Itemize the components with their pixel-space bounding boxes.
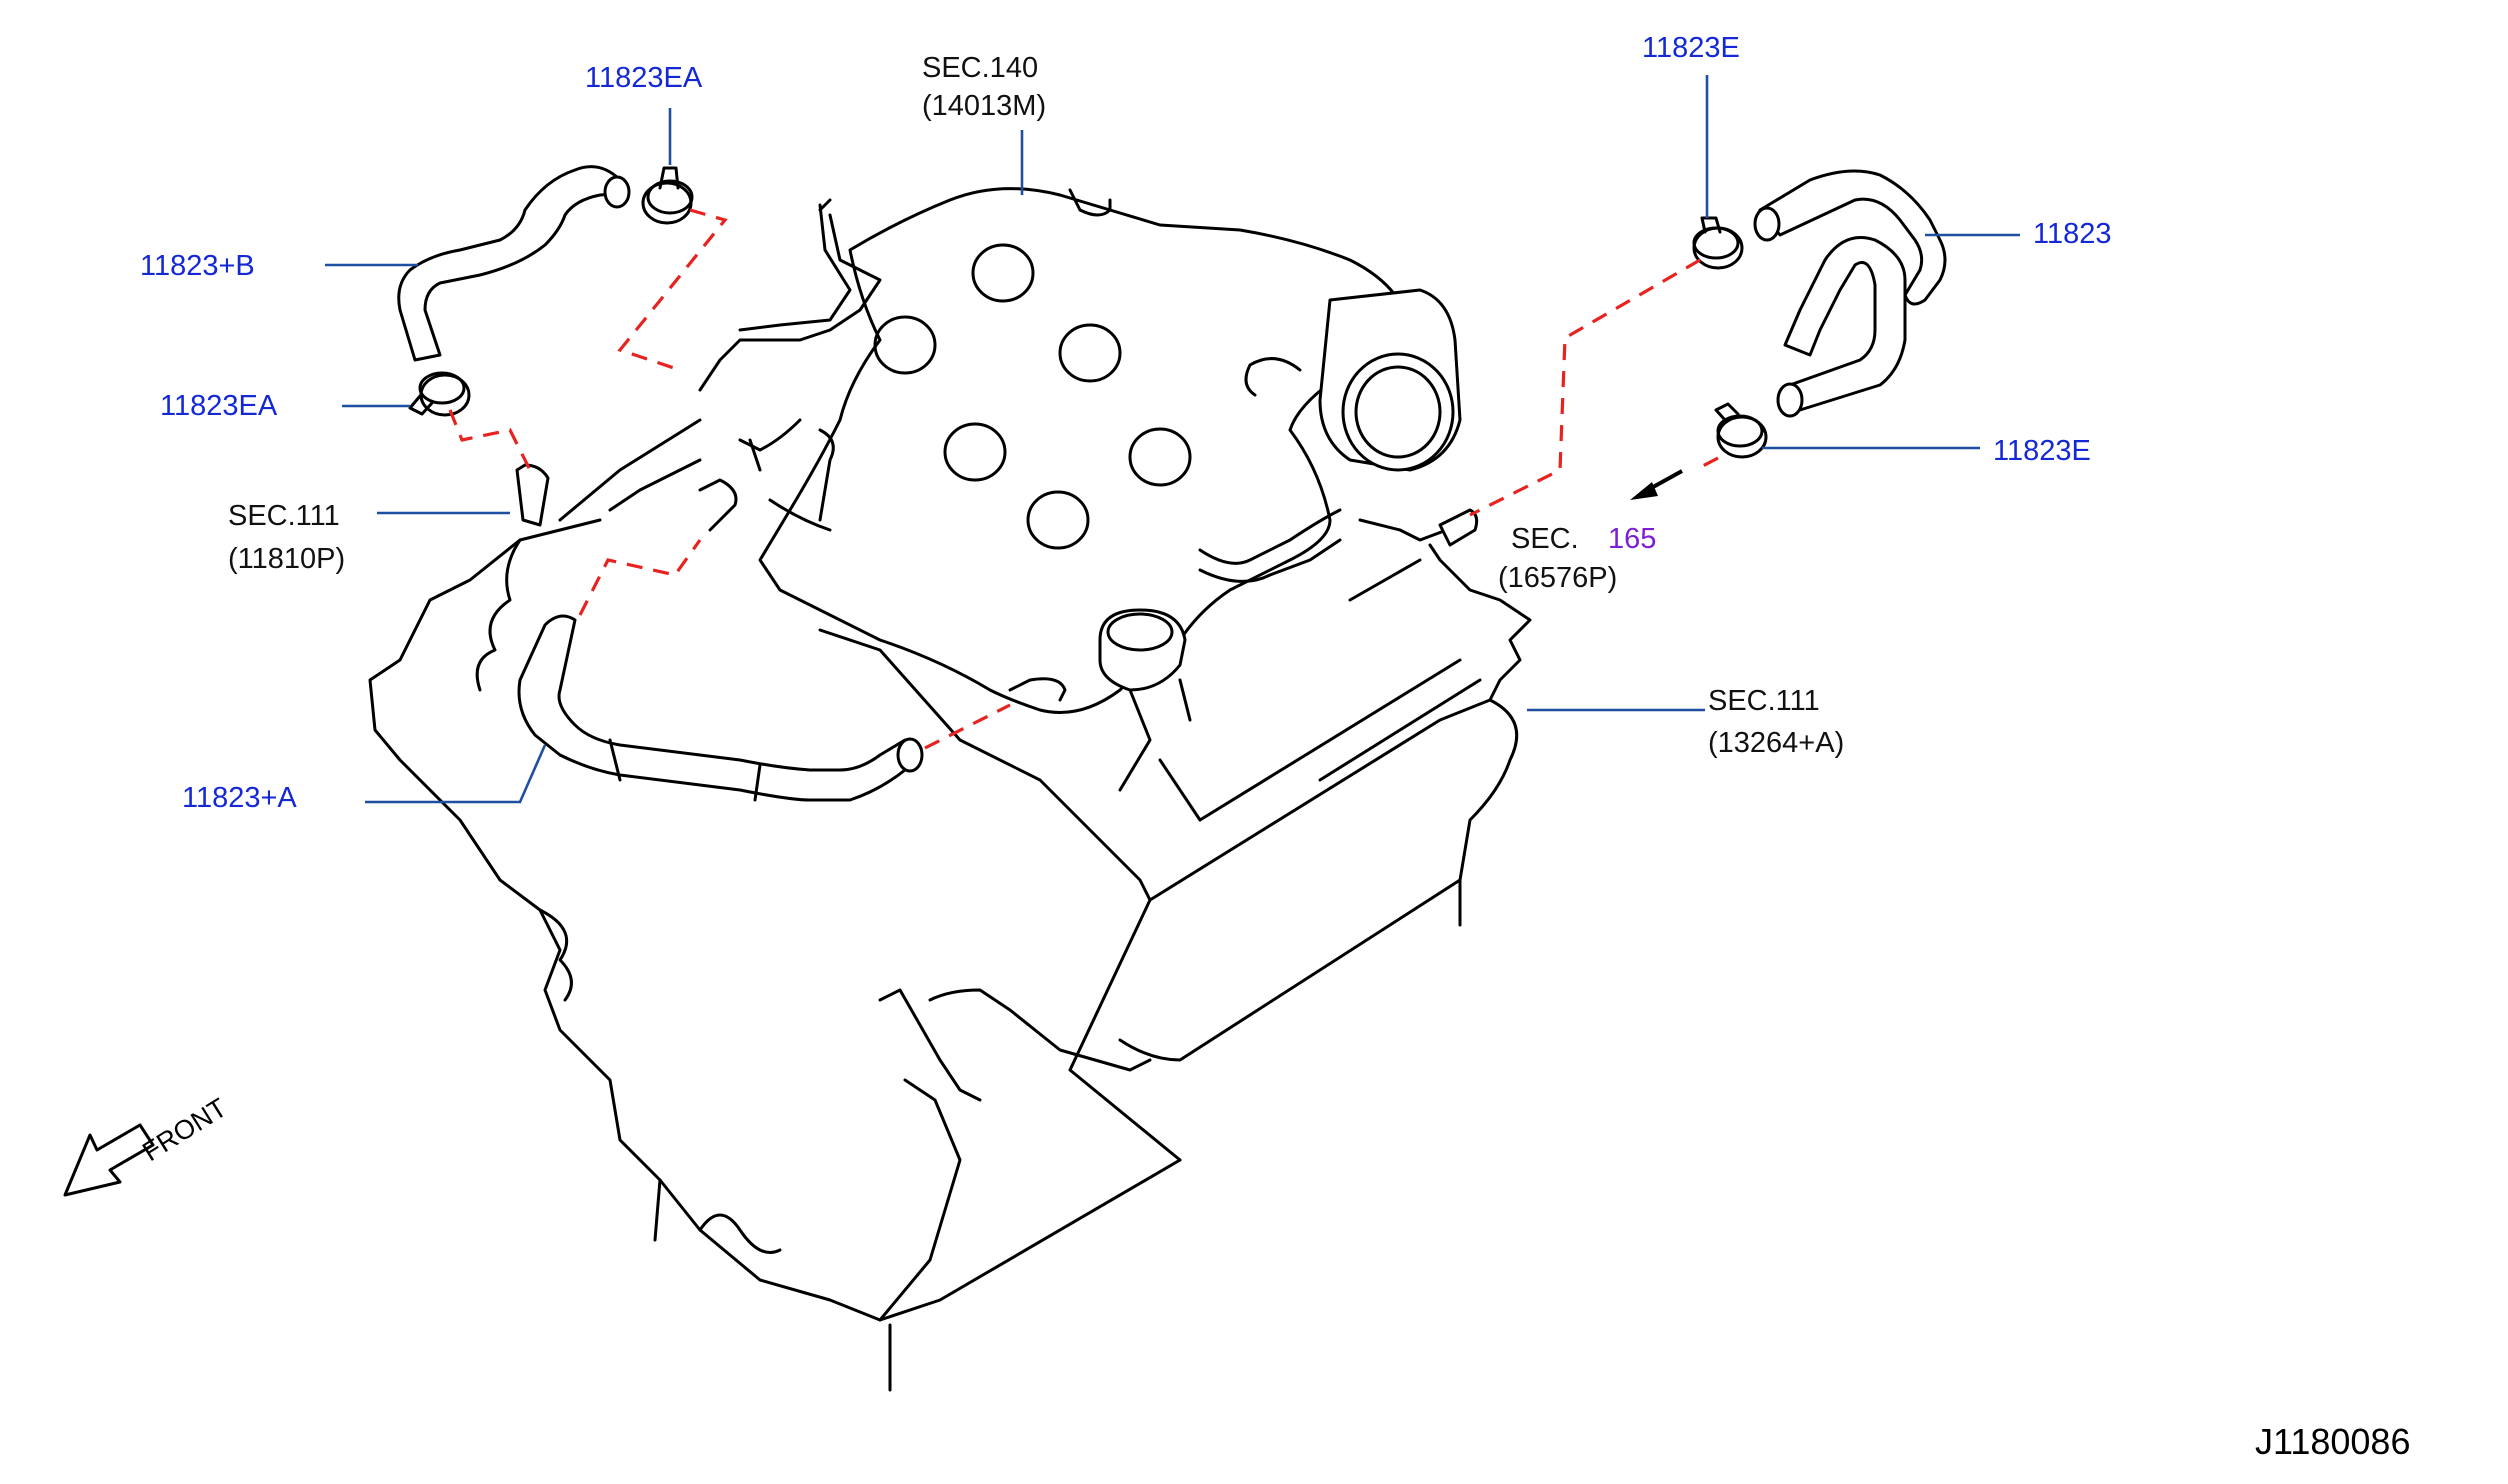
hose-11823a: [517, 614, 917, 802]
label-sec165[interactable]: SEC.: [1511, 523, 1579, 555]
clamp-11823e-top: [1692, 216, 1744, 270]
direction-arrow: [1630, 469, 1683, 500]
label-sec111-a[interactable]: SEC.111: [228, 500, 340, 532]
hose-11823-end-bottom: [1776, 382, 1804, 418]
front-arrow: [63, 1123, 155, 1197]
label-11823[interactable]: 11823: [2033, 218, 2112, 250]
clamp-11823e-bottom: [1714, 402, 1768, 459]
fitting-sec165: [1438, 508, 1479, 547]
label-sec111-b[interactable]: SEC.111: [1708, 685, 1820, 717]
label-11823e-top[interactable]: 11823E: [1642, 32, 1740, 64]
label-sec165-sub: (16576P): [1498, 562, 1617, 594]
label-11823b[interactable]: 11823+B: [140, 250, 255, 282]
drawing-code: J1180086: [2255, 1421, 2410, 1462]
engine-illustration: [368, 187, 1532, 1392]
label-sec111-b-sub: (13264+A): [1708, 727, 1844, 759]
label-11823a[interactable]: 11823+A: [182, 782, 297, 814]
label-11823ea-top[interactable]: 11823EA: [585, 62, 703, 94]
label-11823e-bottom[interactable]: 11823E: [1993, 435, 2091, 467]
hose-11823: [1758, 169, 1947, 306]
leader-lines: [325, 75, 2020, 804]
label-sec165-number[interactable]: 165: [1608, 523, 1656, 555]
hoses-and-clamps: [397, 165, 1947, 802]
label-sec111-a-sub: (11810P): [228, 543, 345, 575]
label-sec140-sub: (14013M): [922, 90, 1046, 122]
hose-routing-lines: [448, 208, 1719, 750]
hose-11823a-end: [896, 737, 924, 773]
label-sec140[interactable]: SEC.140: [922, 52, 1038, 84]
hose-11823b-end: [603, 175, 631, 209]
hose-11823-end-top: [1753, 206, 1781, 242]
label-11823ea-mid[interactable]: 11823EA: [160, 390, 278, 422]
label-front: FRONT: [137, 1092, 232, 1167]
clamp-11823ea-mid: [408, 371, 471, 417]
clamp-11823ea-top: [641, 166, 694, 225]
fitting-sec111: [515, 463, 550, 527]
hose-11823b: [397, 165, 622, 362]
